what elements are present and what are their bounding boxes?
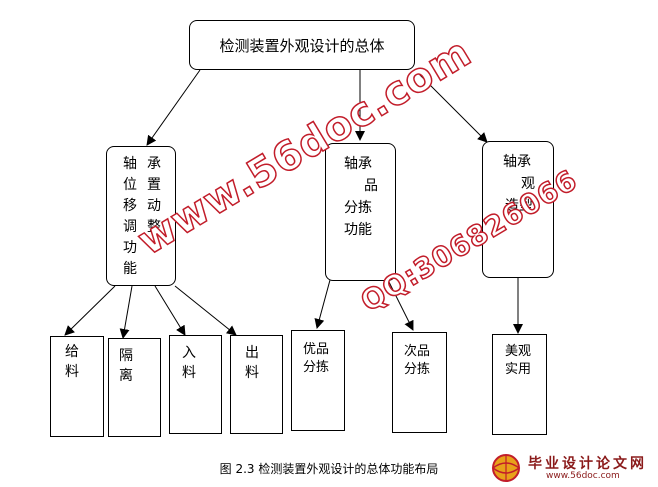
- module-2-line: 功能: [344, 222, 372, 238]
- module-1-char: 轴: [123, 156, 137, 172]
- module-2-line: 分拣: [344, 200, 372, 216]
- module-2-node: 轴承 品 分拣 功能: [325, 143, 396, 281]
- figure-caption: 图 2.3 检测装置外观设计的总体功能布局: [219, 462, 439, 476]
- leaf-3-node: 入 料: [169, 335, 222, 434]
- leaf-4-node: 出 料: [230, 335, 283, 434]
- module-3-node: 轴承 观 造型: [482, 141, 554, 278]
- module-1-char: 置: [147, 177, 161, 193]
- arrow-module-2-to-leaf-5: [314, 279, 331, 329]
- leaf-6-node: 次品 分拣: [392, 332, 447, 433]
- leaf-4-char: 出: [245, 345, 259, 361]
- arrow-module-2-to-leaf-6: [387, 279, 414, 331]
- module-1-char: 承: [147, 156, 161, 172]
- root-title: 检测装置外观设计的总体: [219, 36, 385, 55]
- module-3-line: 造型: [505, 198, 533, 214]
- leaf-7-line: 美观: [505, 344, 532, 359]
- arrow-module-1-to-leaf-3: [154, 285, 186, 336]
- arrow-module-1-to-leaf-2: [119, 285, 133, 339]
- leaf-7-line: 实用: [505, 362, 532, 377]
- globe-icon: [491, 454, 521, 482]
- leaf-3-char: 入: [182, 345, 196, 361]
- module-3-line: 轴承: [503, 154, 531, 170]
- arrow-module-1-to-leaf-1: [64, 285, 116, 336]
- leaf-2-node: 隔 离: [108, 338, 161, 437]
- leaf-5-node: 优品 分拣: [291, 330, 345, 431]
- module-1-char: 位: [123, 177, 137, 193]
- arrow-module-1-to-leaf-4: [174, 285, 237, 336]
- leaf-5-line: 优品: [303, 342, 330, 357]
- leaf-5-line: 分拣: [303, 360, 330, 375]
- leaf-1-node: 给 料: [50, 336, 104, 437]
- leaf-6-line: 次品: [404, 344, 431, 359]
- module-1-char: 功: [123, 240, 137, 256]
- leaf-1-char: 料: [65, 364, 79, 380]
- leaf-7-node: 美观 实用: [492, 334, 547, 435]
- logo-url: www.56doc.com: [546, 471, 620, 481]
- module-1-char: 整: [147, 219, 161, 235]
- module-3-line: 观: [521, 176, 535, 192]
- leaf-6-line: 分拣: [404, 362, 431, 377]
- leaf-2-char: 隔: [119, 348, 133, 364]
- module-1-node: 轴 承 位 置 移 动 调 整 功 能: [106, 146, 176, 286]
- logo-title: 毕业设计论文网: [528, 456, 647, 472]
- arrow-title-to-module-1: [146, 69, 201, 146]
- arrow-title-to-module-3: [414, 69, 488, 143]
- module-1-char: 动: [147, 198, 161, 214]
- leaf-2-char: 离: [119, 368, 133, 384]
- module-1-char: 能: [123, 261, 137, 277]
- module-1-char: 调: [123, 219, 137, 235]
- root-node: 检测装置外观设计的总体: [189, 20, 415, 70]
- module-2-line: 轴承: [344, 156, 372, 172]
- site-logo: 毕业设计论文网 www.56doc.com: [488, 451, 658, 485]
- leaf-1-char: 给: [65, 344, 79, 360]
- module-1-char: 移: [123, 198, 137, 214]
- leaf-3-char: 料: [182, 365, 196, 381]
- leaf-4-char: 料: [245, 365, 259, 381]
- module-2-line: 品: [364, 178, 378, 194]
